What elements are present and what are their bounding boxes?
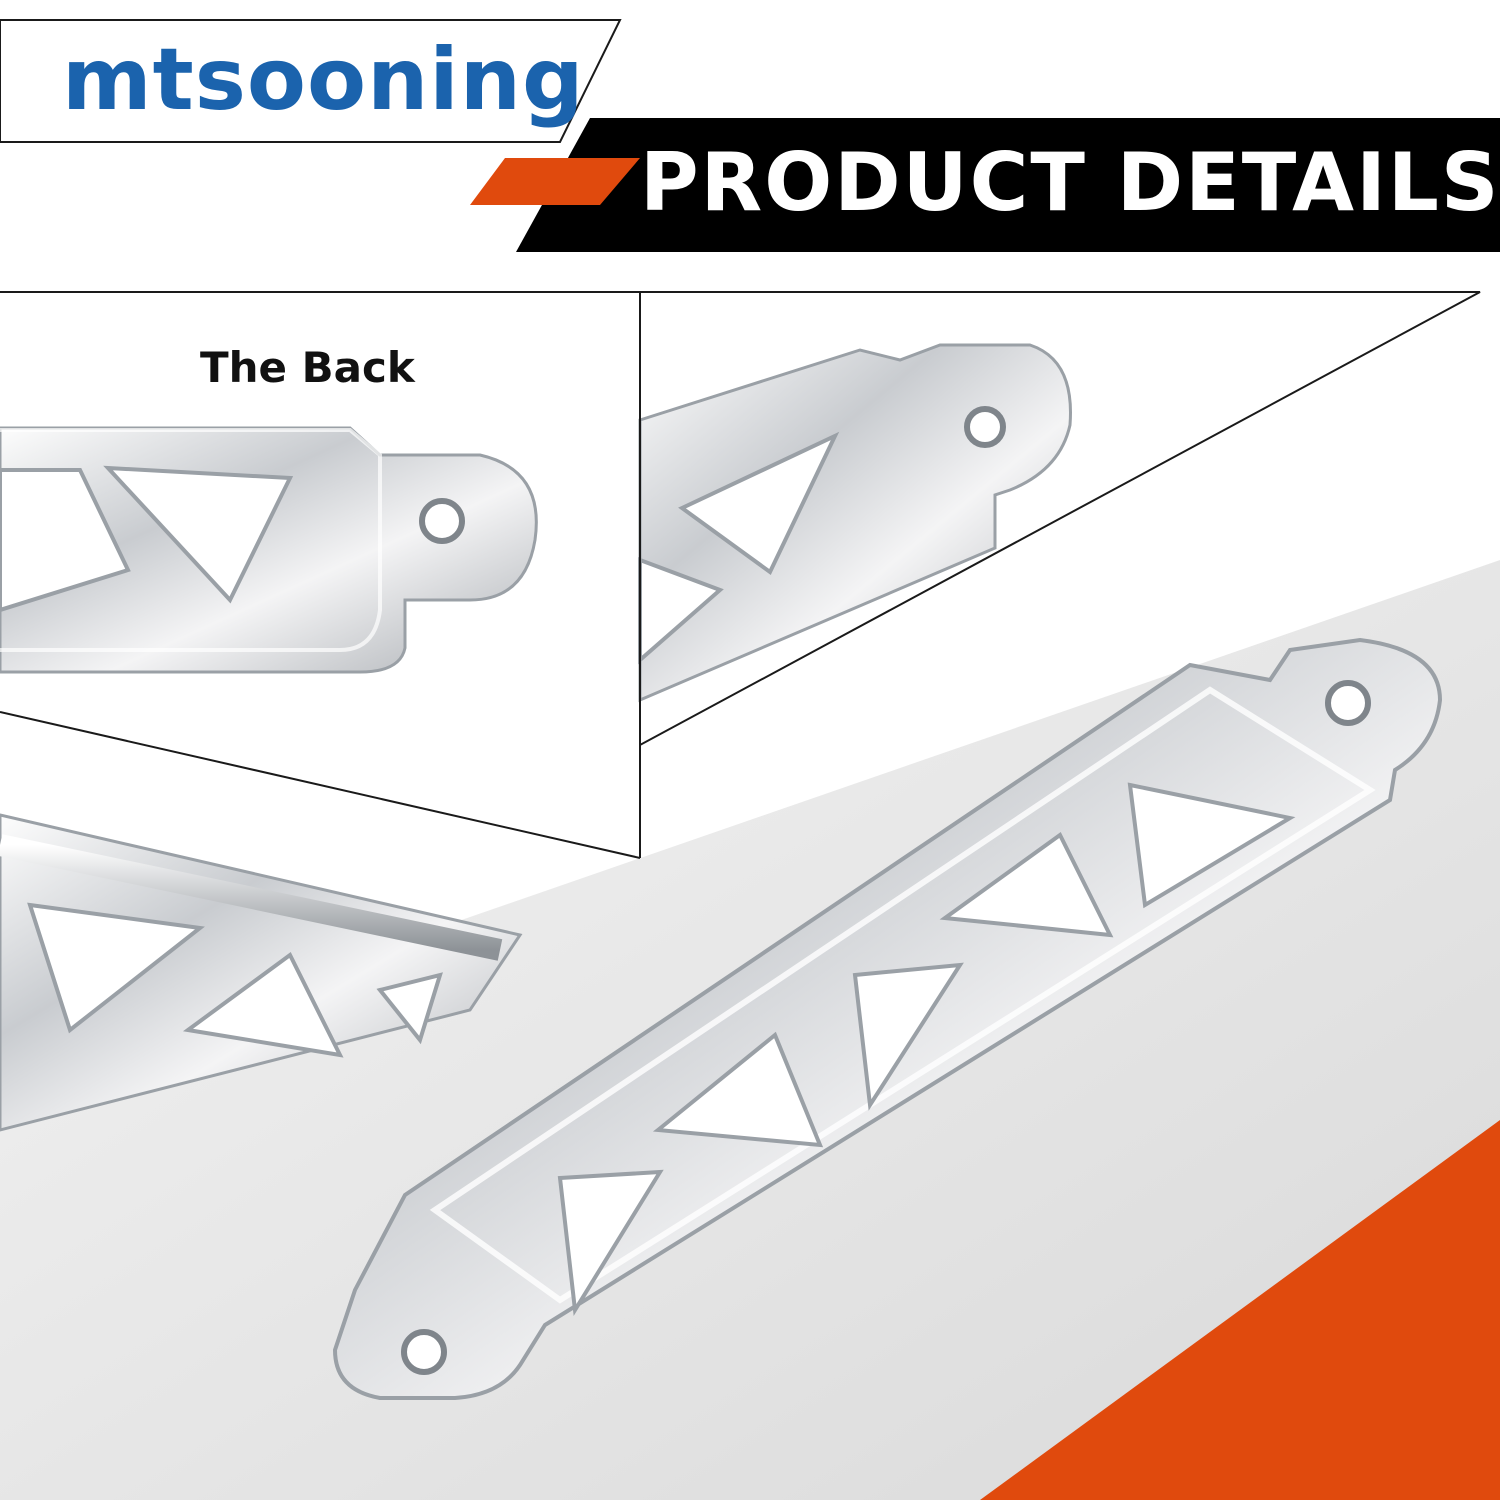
back-view-bracket [0, 426, 538, 674]
main-bracket [332, 637, 1443, 1400]
back-triangle-cutout [0, 468, 131, 613]
brand-logo: mtsooning [62, 30, 585, 130]
banner-accent [470, 158, 640, 205]
main-mount-hole [1325, 680, 1371, 726]
back-mount-hole [419, 498, 465, 544]
background-orange-triangle [980, 1120, 1500, 1500]
logo-box [0, 19, 622, 143]
front-closeup-panel [638, 291, 1481, 747]
back-triangle-cutout [103, 465, 294, 604]
closeup-triangle-cutout [678, 431, 840, 576]
banner-background [516, 118, 1500, 252]
side-triangle-cutout [182, 951, 344, 1058]
closeup-mount-hole [964, 406, 1006, 448]
main-triangle-cutout [939, 832, 1114, 938]
main-triangle-cutout [1127, 782, 1296, 909]
side-view-bracket [0, 813, 523, 1132]
side-triangle-cutout [27, 902, 205, 1034]
main-triangle-cutout [652, 1031, 824, 1148]
front-closeup-bracket [638, 343, 1072, 703]
main-triangle-cutout [852, 962, 964, 1111]
main-triangle-cutout [557, 1169, 664, 1316]
main-mount-hole [401, 1329, 447, 1375]
side-triangle-cutout [376, 972, 443, 1045]
banner-title: PRODUCT DETAILS [640, 136, 1500, 229]
back-view-panel [0, 291, 641, 859]
back-view-label: The Back [200, 343, 415, 392]
